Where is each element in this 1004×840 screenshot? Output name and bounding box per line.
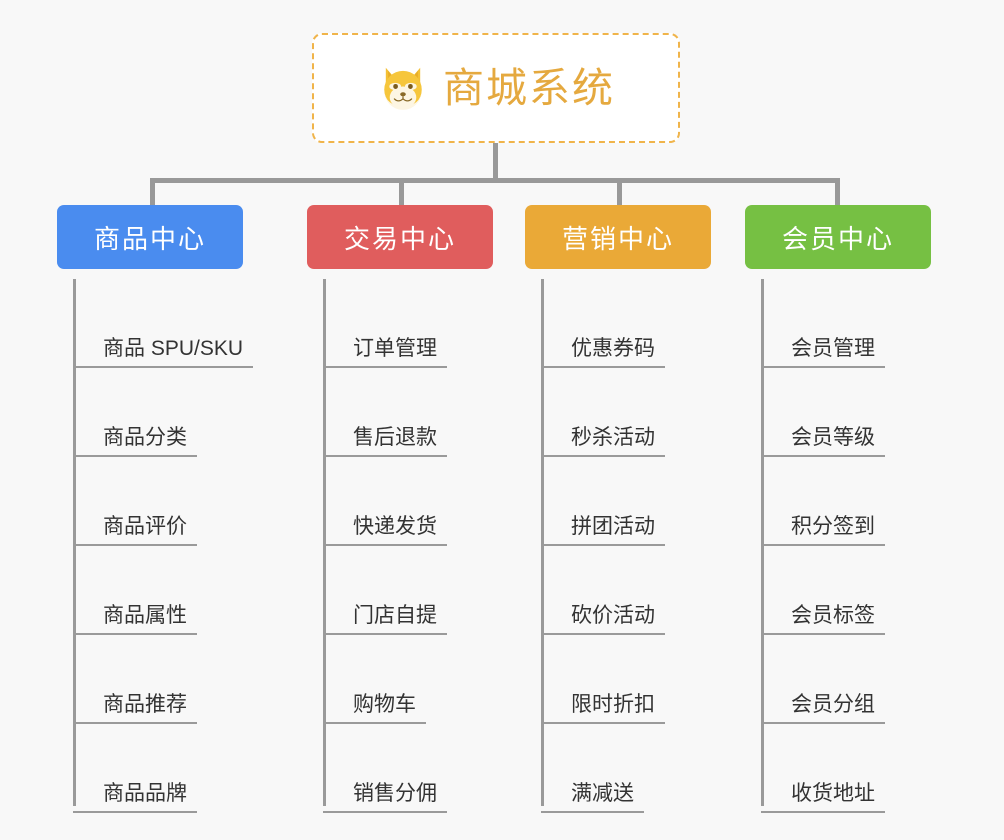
leaf-label: 砍价活动 (571, 604, 655, 627)
leaf-label: 会员等级 (791, 426, 875, 449)
category-header-3[interactable]: 营销中心 (525, 205, 711, 269)
category-title-1: 商品中心 (93, 223, 206, 254)
root-node[interactable]: 商城系统 (312, 33, 680, 143)
leaf-label: 会员管理 (791, 337, 875, 360)
list-item[interactable]: 优惠券码 (541, 279, 711, 368)
leaf-underline (761, 366, 885, 368)
list-item[interactable]: 商品推荐 (73, 635, 243, 724)
leaf-label: 积分签到 (791, 515, 875, 538)
leaf-underline (323, 633, 447, 635)
connector-stem (493, 143, 498, 180)
leaf-label: 快递发货 (353, 515, 437, 538)
root-title: 商城系统 (443, 64, 615, 111)
connector-drop-4 (835, 178, 840, 209)
list-item[interactable]: 收货地址 (761, 724, 931, 813)
list-item[interactable]: 订单管理 (323, 279, 493, 368)
leaf-underline (541, 811, 644, 813)
connector-horizontal (150, 178, 840, 183)
list-item[interactable]: 商品评价 (73, 457, 243, 546)
column-spine-1 (73, 279, 76, 806)
connector-drop-1 (150, 178, 155, 209)
leaf-underline (761, 544, 885, 546)
column-spine-2 (323, 279, 326, 806)
column-spine-4 (761, 279, 764, 806)
shiba-dog-icon (384, 67, 422, 110)
list-item[interactable]: 售后退款 (323, 368, 493, 457)
category-title-2: 交易中心 (343, 223, 456, 254)
leaf-underline (73, 366, 253, 368)
leaf-label: 门店自提 (353, 604, 437, 627)
leaf-label: 收货地址 (791, 782, 875, 805)
leaf-label: 商品分类 (103, 426, 187, 449)
leaf-underline (541, 455, 665, 457)
leaf-underline (323, 811, 447, 813)
branch-column-2: 交易中心 订单管理 售后退款 快递发货 门店自提 购物车 销售分佣 (307, 205, 493, 813)
category-title-4: 会员中心 (781, 223, 894, 254)
leaf-label: 满减送 (571, 782, 634, 805)
column-spine-3 (541, 279, 544, 806)
list-item[interactable]: 快递发货 (323, 457, 493, 546)
leaf-underline (73, 455, 197, 457)
leaf-label: 售后退款 (353, 426, 437, 449)
leaf-underline (323, 455, 447, 457)
list-item[interactable]: 会员等级 (761, 368, 931, 457)
list-item[interactable]: 销售分佣 (323, 724, 493, 813)
leaf-underline (323, 366, 447, 368)
list-item[interactable]: 满减送 (541, 724, 711, 813)
leaf-label: 优惠券码 (571, 337, 655, 360)
leaf-underline (73, 811, 197, 813)
leaf-underline (73, 544, 197, 546)
list-item[interactable]: 商品属性 (73, 546, 243, 635)
leaf-underline (541, 366, 665, 368)
leaf-label: 订单管理 (353, 337, 437, 360)
list-item[interactable]: 拼团活动 (541, 457, 711, 546)
leaf-underline (541, 722, 665, 724)
leaf-label: 商品属性 (103, 604, 187, 627)
list-item[interactable]: 商品品牌 (73, 724, 243, 813)
list-item[interactable]: 会员分组 (761, 635, 931, 724)
leaf-label: 销售分佣 (353, 782, 437, 805)
list-item[interactable]: 商品分类 (73, 368, 243, 457)
leaf-label: 会员分组 (791, 693, 875, 716)
branch-column-4: 会员中心 会员管理 会员等级 积分签到 会员标签 会员分组 收货地址 (745, 205, 931, 813)
category-header-2[interactable]: 交易中心 (307, 205, 493, 269)
leaf-underline (761, 811, 885, 813)
leaf-label: 商品推荐 (103, 693, 187, 716)
category-header-4[interactable]: 会员中心 (745, 205, 931, 269)
leaf-underline (73, 722, 197, 724)
category-header-1[interactable]: 商品中心 (57, 205, 243, 269)
list-item[interactable]: 限时折扣 (541, 635, 711, 724)
leaf-underline (541, 633, 665, 635)
leaf-label: 秒杀活动 (571, 426, 655, 449)
branch-column-1: 商品中心 商品 SPU/SKU 商品分类 商品评价 商品属性 商品推荐 商品品牌 (57, 205, 253, 813)
leaf-underline (541, 544, 665, 546)
branch-column-3: 营销中心 优惠券码 秒杀活动 拼团活动 砍价活动 限时折扣 满减送 (525, 205, 711, 813)
leaf-underline (73, 633, 197, 635)
leaf-underline (323, 722, 426, 724)
leaf-label: 会员标签 (791, 604, 875, 627)
leaf-label: 商品 SPU/SKU (103, 337, 244, 360)
connector-drop-3 (617, 178, 622, 209)
list-item[interactable]: 砍价活动 (541, 546, 711, 635)
leaf-label: 商品评价 (103, 515, 187, 538)
list-item[interactable]: 会员管理 (761, 279, 931, 368)
connector-drop-2 (399, 178, 404, 209)
list-item[interactable]: 购物车 (323, 635, 493, 724)
leaf-underline (761, 722, 885, 724)
leaf-label: 商品品牌 (103, 782, 187, 805)
list-item[interactable]: 商品 SPU/SKU (73, 279, 253, 368)
list-item[interactable]: 秒杀活动 (541, 368, 711, 457)
leaf-underline (323, 544, 447, 546)
list-item[interactable]: 积分签到 (761, 457, 931, 546)
leaf-label: 拼团活动 (571, 515, 655, 538)
leaf-label: 购物车 (353, 693, 416, 716)
leaf-label: 限时折扣 (571, 693, 655, 716)
category-title-3: 营销中心 (561, 223, 674, 254)
leaf-underline (761, 455, 885, 457)
list-item[interactable]: 会员标签 (761, 546, 931, 635)
list-item[interactable]: 门店自提 (323, 546, 493, 635)
leaf-underline (761, 633, 885, 635)
